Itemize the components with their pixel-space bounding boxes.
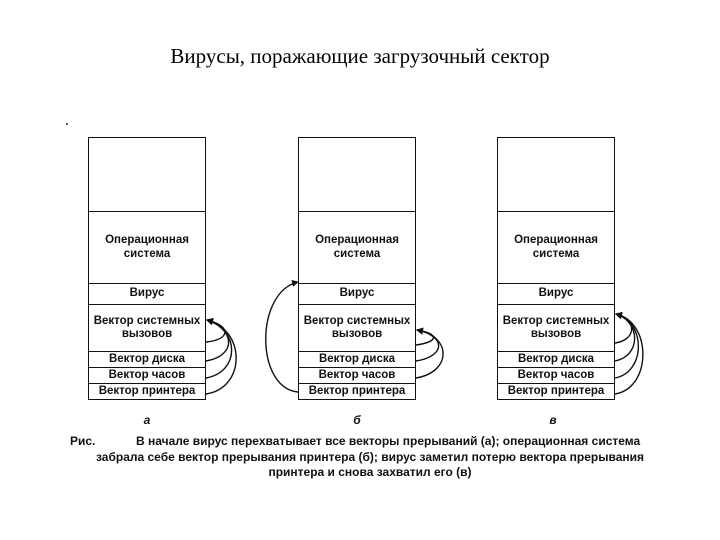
caption-prefix: Рис.	[70, 434, 96, 448]
printer-vector-cell: Вектор принтера	[308, 384, 406, 397]
os-cell: Операционная система	[89, 212, 205, 284]
figure-caption: Рис. В начале вирус перехватывает все век…	[70, 434, 670, 481]
memory-diagram-c: Операционная система Вирус Вектор систем…	[497, 137, 615, 400]
printer-vector-cell: Вектор принтера	[98, 384, 196, 397]
diagram-label-b: б	[353, 413, 361, 427]
syscall-vector-cell: Вектор системных вызовов	[89, 305, 205, 352]
arrow-printer-to-virus-a	[205, 318, 237, 395]
vector-redirect-arrows-a	[205, 318, 237, 395]
arrow-clock-to-virus-a	[205, 318, 233, 379]
arrow-disk-to-virus-b	[415, 327, 440, 362]
os-cell: Операционная система	[299, 212, 415, 284]
syscall-vector-cell: Вектор системных вызовов	[299, 305, 415, 352]
arrow-clock-to-virus-c	[614, 312, 639, 379]
disk-vector-cell: Вектор диска	[299, 352, 415, 368]
diagram-label-c: в	[549, 413, 557, 427]
caption-line-2: забрала себе вектор прерывания принтера …	[95, 449, 645, 464]
virus-cell: Вирус	[89, 284, 205, 305]
memory-diagram-a: Операционная система Вирус Вектор систем…	[88, 137, 206, 400]
empty-memory-cell	[299, 138, 415, 212]
virus-cell: Вирус	[299, 284, 415, 305]
stray-dot	[66, 123, 68, 125]
disk-vector-cell: Вектор диска	[498, 352, 614, 368]
syscall-vector-cell: Вектор системных вызовов	[498, 305, 614, 352]
caption-line-1: В начале вирус перехватывает все векторы…	[136, 434, 641, 448]
vector-redirect-arrows-b	[265, 279, 444, 393]
arrow-disk-to-virus-a	[205, 318, 230, 362]
disk-vector-cell: Вектор диска	[89, 352, 205, 368]
diagram-label-a: а	[143, 413, 151, 427]
caption-line-3: принтера и снова захватил его (в)	[268, 465, 472, 480]
memory-diagram-b: Операционная система Вирус Вектор систем…	[298, 137, 416, 400]
arrow-disk-to-virus-c	[614, 312, 636, 362]
slide-title: Вирусы, поражающие загрузочный сектор	[170, 44, 550, 68]
os-cell: Операционная система	[498, 212, 614, 284]
clock-vector-cell: Вектор часов	[89, 368, 205, 384]
arrow-syscall-to-virus-b	[415, 327, 435, 346]
vector-redirect-arrows-c	[614, 311, 644, 395]
arrow-syscall-to-virus-c	[614, 312, 633, 344]
clock-vector-cell: Вектор часов	[498, 368, 614, 384]
virus-cell: Вирус	[498, 284, 614, 305]
empty-memory-cell	[498, 138, 614, 212]
arrow-printer-to-os-b	[265, 279, 299, 393]
arrow-syscall-to-virus-a	[205, 318, 226, 343]
arrow-clock-to-virus-b	[415, 327, 444, 379]
printer-vector-cell: Вектор принтера	[507, 384, 605, 397]
clock-vector-cell: Вектор часов	[299, 368, 415, 384]
empty-memory-cell	[89, 138, 205, 212]
